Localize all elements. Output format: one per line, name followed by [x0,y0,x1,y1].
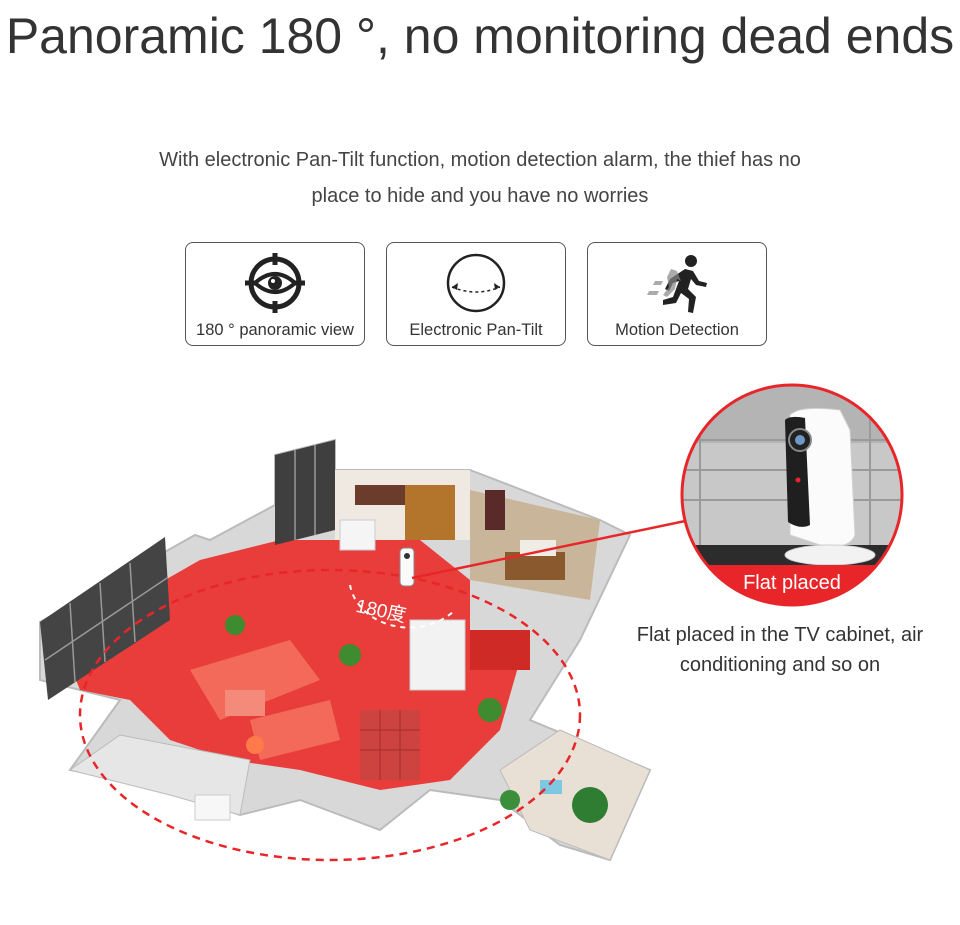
scene-caption: Flat placed in the TV cabinet, air condi… [636,624,924,676]
feature-card-motion: Motion Detection [587,242,767,346]
running-person-icon [647,255,707,313]
feature-label: 180 ° panoramic view [196,321,354,339]
apartment-floor-plan-illustration [39,383,904,862]
feature-card-pan-tilt: Electronic Pan-Tilt [386,242,566,346]
feature-card-panoramic: 180 ° panoramic view [185,242,365,346]
feature-label: Motion Detection [615,321,739,339]
eye-target-icon [245,253,305,313]
pan-tilt-sphere-icon [446,253,506,313]
zoom-label: Flat placed [743,572,841,594]
page-title: Panoramic 180 °, no monitoring dead ends [5,8,955,64]
feature-label: Electronic Pan-Tilt [409,321,543,339]
page-subtitle: With electronic Pan-Tilt function, motio… [159,149,801,207]
